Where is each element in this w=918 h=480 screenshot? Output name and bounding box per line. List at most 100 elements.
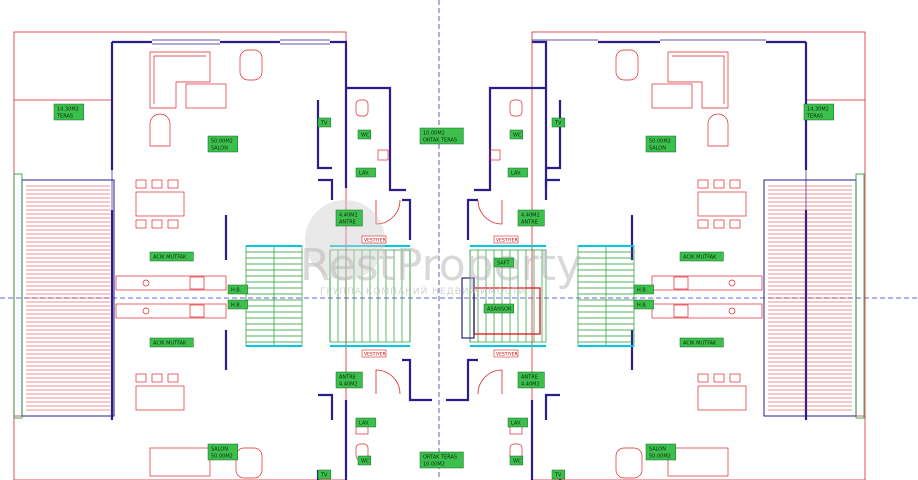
- salon-label-left-box: [207, 135, 239, 153]
- teras-label-left-box: [53, 103, 85, 121]
- wc-label-left: WC: [357, 129, 372, 140]
- furniture: [115, 49, 763, 479]
- wc-label-bottom-right: WC: [509, 455, 524, 466]
- wc-label-left-text: WC: [361, 133, 370, 139]
- salon-label-right-box: [645, 135, 677, 153]
- watermark-tagline: ГРУППА КОМПАНИЙ НЕДВИЖИМОСТИ: [320, 285, 526, 297]
- wc-label-bottom-right-text: WC: [513, 459, 522, 465]
- salon-label-left-text: SALON: [211, 146, 228, 152]
- hb-label-top-right-text: H.B.: [637, 288, 648, 294]
- tv-label-bottom-left: TV: [317, 469, 332, 480]
- lav-label-bottom-left-text: LAV.: [359, 421, 370, 427]
- kitchen-label-bottom-right: ACIK MUTFAK: [679, 337, 724, 348]
- kitchen-label-top-left-text: ACIK MUTFAK: [153, 255, 187, 261]
- lav-label-bottom-right: LAV.: [507, 417, 528, 428]
- vestiyer-tag-3: VESTIYER: [364, 352, 386, 358]
- ortak-teras-label-bottom-box: [419, 451, 464, 469]
- tv-label-right-text: TV: [554, 121, 562, 127]
- ortak-teras-label-top-text: ORTAK TERAS: [423, 138, 457, 144]
- ortak-teras-label-top-text: 10.00M2: [423, 131, 445, 137]
- vestiyer-tag-2: VESTIYER: [496, 238, 518, 244]
- tv-label-right: TV: [551, 117, 566, 128]
- watermark-brand: RestProperty: [300, 240, 582, 291]
- salon-label-left-text: 50.00M2: [211, 139, 233, 145]
- antre-label-top-right-text: 4.40M2: [521, 213, 540, 219]
- kitchen-label-bottom-right-box: [679, 337, 724, 348]
- tv-label-bottom-right-box: [551, 469, 566, 480]
- teras-label-left-text: TERAS: [56, 114, 73, 120]
- tv-label-bottom-left-box: [317, 469, 332, 480]
- saft-label: SAFT: [493, 257, 514, 268]
- wc-label-bottom-right-box: [509, 455, 524, 466]
- wc-label-right: WC: [509, 129, 524, 140]
- kitchen-label-top-left: ACIK MUTFAK: [149, 251, 194, 262]
- landing-lines: [246, 245, 634, 347]
- hb-label-bottom-right: H.B.: [633, 299, 654, 310]
- lav-label-bottom-right-text: LAV.: [511, 421, 522, 427]
- red-tags: VESTIYER VESTIYER VESTIYER VESTIYER: [361, 235, 519, 358]
- hb-label-bottom-right-box: [633, 299, 654, 310]
- tv-label-bottom-right-text: TV: [554, 473, 562, 479]
- room-labels: 14.30M2TERAS14.30M2TERAS50.00M2SALON50.0…: [53, 103, 835, 480]
- lav-label-left-box: [355, 167, 376, 178]
- lav-label-right-text: LAV.: [511, 171, 522, 177]
- wc-label-left-box: [357, 129, 372, 140]
- salon-label-bottom-right-box: [645, 443, 677, 461]
- tv-label-bottom-right: TV: [551, 469, 566, 480]
- wc-label-bottom-left-box: [357, 455, 372, 466]
- hb-label-bottom-left: H.B.: [227, 299, 248, 310]
- asansor-label: ASANSOR: [483, 303, 515, 314]
- lav-label-left: LAV.: [355, 167, 376, 178]
- teras-label-right-text: TERAS: [806, 114, 823, 120]
- ortak-teras-label-top-box: [419, 127, 464, 145]
- salon-label-right-text: SALON: [649, 146, 666, 152]
- salon-label-bottom-left-box: [207, 443, 239, 461]
- hb-label-top-right-box: [633, 284, 654, 295]
- hb-label-bottom-left-box: [227, 299, 248, 310]
- wc-label-bottom-left: WC: [357, 455, 372, 466]
- asansor-label-text: ASANSOR: [487, 307, 512, 313]
- kitchen-label-bottom-left-text: ACIK MUTFAK: [153, 341, 187, 347]
- tv-label-right-box: [551, 117, 566, 128]
- antre-label-bottom-right-text: ANTRE: [521, 375, 538, 381]
- staircases: [245, 245, 635, 347]
- wc-label-right-box: [509, 129, 524, 140]
- salon-label-bottom-right-text: SALON: [649, 447, 666, 453]
- teras-label-left-text: 14.30M2: [57, 107, 79, 113]
- ortak-teras-label-bottom-text: ORTAK TERAS: [423, 455, 457, 461]
- hb-label-bottom-left-text: H.B.: [231, 303, 242, 309]
- watermark: RestProperty ГРУППА КОМПАНИЙ НЕДВИЖИМОСТ…: [300, 200, 582, 297]
- saft-label-box: [493, 257, 514, 268]
- tv-label-left-box: [317, 117, 332, 128]
- antre-label-top-right-text: ANTRE: [521, 220, 538, 226]
- window-lines: [111, 39, 807, 210]
- hb-label-top-left: H.B.: [227, 284, 248, 295]
- lav-label-right: LAV.: [507, 167, 528, 178]
- antre-label-top-left-box: [335, 209, 363, 227]
- antre-label-bottom-right-text: 4.40M2: [521, 382, 540, 388]
- salon-label-bottom-left-text: SALON: [211, 447, 228, 453]
- tv-label-left: TV: [317, 117, 332, 128]
- hb-label-top-right: H.B.: [633, 284, 654, 295]
- kitchen-label-bottom-left-box: [149, 337, 194, 348]
- lav-label-bottom-left: LAV.: [355, 417, 376, 428]
- elevator: [461, 277, 541, 339]
- kitchen-label-bottom-right-text: ACIK MUTFAK: [683, 341, 717, 347]
- asansor-label-box: [483, 303, 515, 314]
- saft-label-text: SAFT: [497, 261, 510, 267]
- wc-label-bottom-left-text: WC: [361, 459, 370, 465]
- antre-label-bottom-right-box: [517, 371, 545, 389]
- lav-label-bottom-left-box: [355, 417, 376, 428]
- teras-label-right-text: 14.30M2: [807, 107, 829, 113]
- vestiyer-tag-1: VESTIYER: [364, 238, 386, 244]
